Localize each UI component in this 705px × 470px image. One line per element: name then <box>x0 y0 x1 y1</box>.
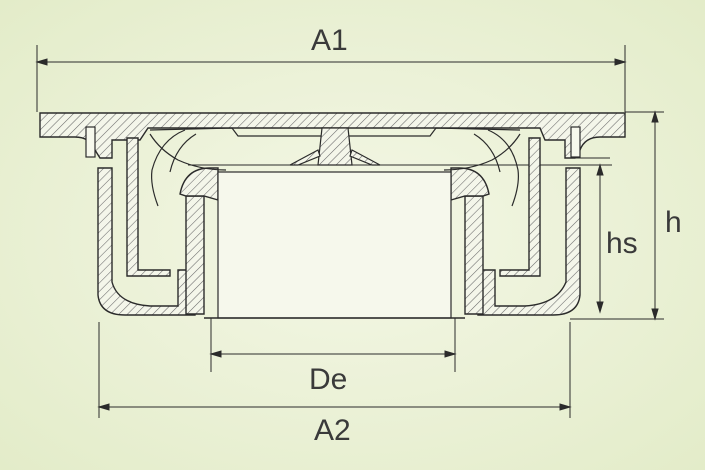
dimension-label-h: h <box>665 206 682 239</box>
dimension-a1 <box>35 45 627 112</box>
right-spigot-shoulder <box>450 167 490 201</box>
outlet-pipe-bore <box>217 171 452 319</box>
dimension-hs <box>188 163 612 314</box>
housing-section <box>39 112 626 316</box>
left-spigot-shoulder <box>179 167 219 201</box>
right-bolt-hole <box>570 126 581 158</box>
dimension-h <box>570 110 664 321</box>
left-spigot-wall <box>185 195 205 315</box>
left-inner-wall <box>126 137 171 277</box>
dimension-label-a2: A2 <box>314 414 351 447</box>
dimension-label-de: De <box>309 363 347 396</box>
flange-bolt-holes <box>85 126 581 158</box>
central-spindle <box>289 127 381 166</box>
dimension-label-hs: hs <box>606 227 638 260</box>
left-bolt-hole <box>85 126 96 158</box>
dimension-a2 <box>97 322 572 418</box>
top-flange <box>39 112 626 159</box>
dimension-label-a1: A1 <box>311 24 348 57</box>
right-inner-wall <box>499 137 541 277</box>
right-spigot-wall <box>464 195 484 315</box>
dimension-de <box>209 318 457 372</box>
